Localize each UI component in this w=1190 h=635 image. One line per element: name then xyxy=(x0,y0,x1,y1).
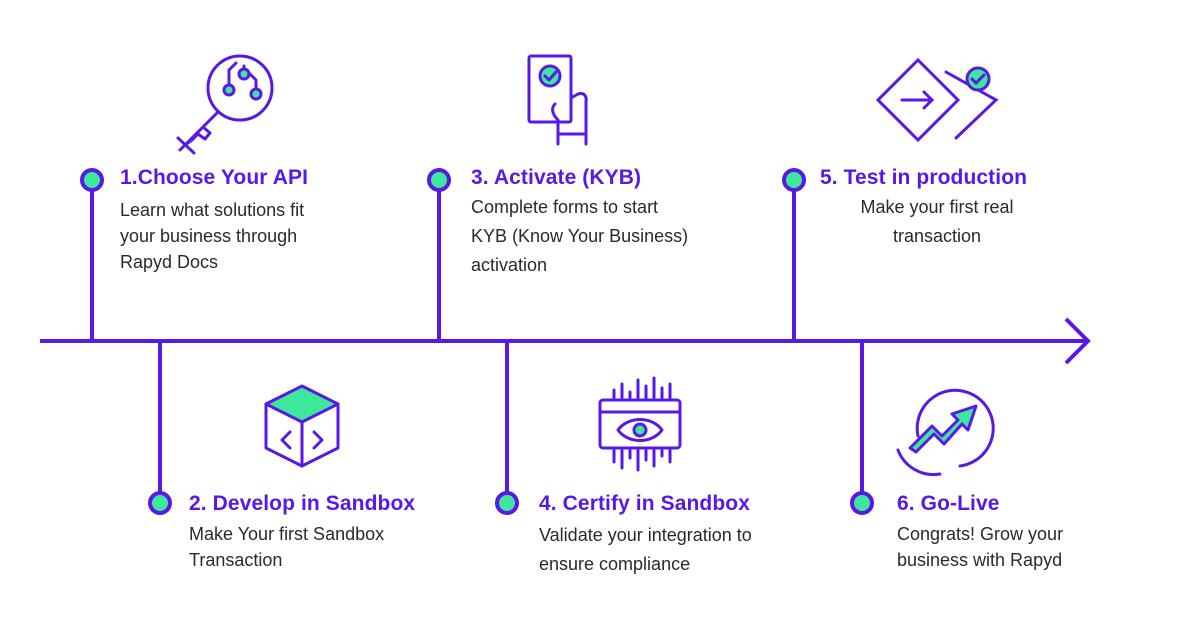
step-2-title: 2. Develop in Sandbox xyxy=(189,492,416,515)
step-5-description: Make your first real transaction xyxy=(808,193,1066,251)
code-cube-icon xyxy=(264,384,340,468)
milestone-dot-2 xyxy=(148,491,172,515)
step-4-line-2: ensure compliance xyxy=(539,554,691,574)
step-6-description: Congrats! Grow your business with Rapyd xyxy=(897,521,1063,573)
step-1-description: Learn what solutions fit your business t… xyxy=(120,197,304,275)
step-1-title: 1.Choose Your API xyxy=(120,166,309,189)
arrow-diamond-check-icon xyxy=(875,57,999,143)
step-5-title: 5. Test in production xyxy=(820,166,1028,189)
step-3-line-3: activation xyxy=(471,255,548,275)
milestone-dot-3 xyxy=(427,168,451,192)
milestone-dot-4 xyxy=(495,491,519,515)
step-3-line-2: KYB (Know Your Business) xyxy=(471,226,689,246)
milestone-dot-5 xyxy=(782,168,806,192)
step-4-line-1: Validate your integration to xyxy=(539,525,752,545)
step-3-title: 3. Activate (KYB) xyxy=(471,166,642,189)
step-6-title: 6. Go-Live xyxy=(897,492,1000,515)
key-circuit-icon xyxy=(176,54,274,155)
step-3-description: Complete forms to start KYB (Know Your B… xyxy=(471,193,688,280)
milestone-dot-6 xyxy=(850,491,874,515)
step-1-line-3: Rapyd Docs xyxy=(120,252,219,272)
step-6-line-1: Congrats! Grow your xyxy=(897,524,1064,544)
phone-check-icon xyxy=(527,54,588,146)
step-4-title: 4. Certify in Sandbox xyxy=(539,492,750,515)
step-6-line-2: business with Rapyd xyxy=(897,550,1063,570)
eye-chip-icon xyxy=(598,376,682,472)
step-1-line-2: your business through xyxy=(120,226,298,246)
step-5-line-1: Make your first real xyxy=(860,197,1014,217)
timeline-arrowhead xyxy=(1064,317,1091,365)
step-3-line-1: Complete forms to start xyxy=(471,197,659,217)
step-2-line-1: Make Your first Sandbox xyxy=(189,524,385,544)
trend-arrow-icon xyxy=(896,388,995,477)
milestone-dot-1 xyxy=(80,168,104,192)
step-4-description: Validate your integration to ensure comp… xyxy=(539,521,752,579)
step-2-line-2: Transaction xyxy=(189,550,283,570)
step-1-line-1: Learn what solutions fit xyxy=(120,200,305,220)
step-2-description: Make Your first Sandbox Transaction xyxy=(189,521,384,573)
step-5-line-2: transaction xyxy=(892,226,982,246)
